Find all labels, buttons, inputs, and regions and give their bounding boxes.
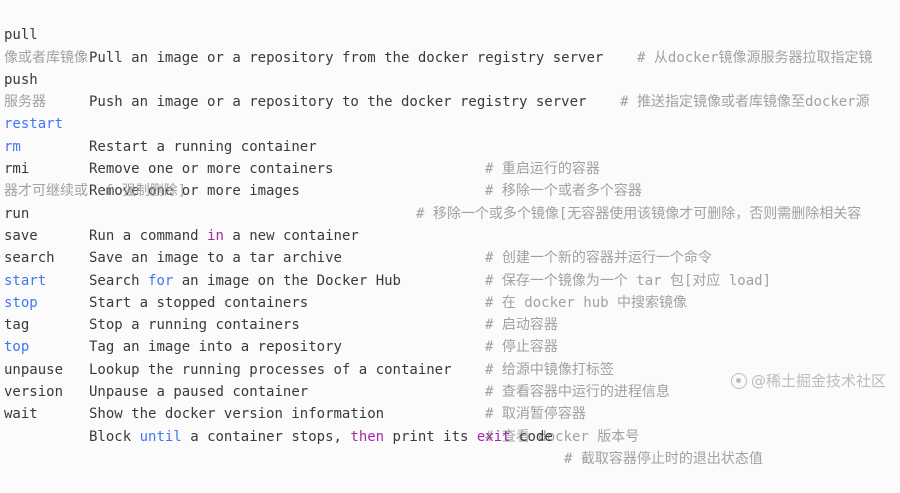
code-line-run: run Run a command in a new container # 创… (4, 180, 896, 267)
code-line-save: save Save an image to a tar archive # 保存… (4, 203, 896, 289)
comment: # 启动容器 (485, 317, 558, 334)
watermark-text: @稀土掘金技术社区 (750, 372, 886, 390)
command-name: search (4, 250, 55, 267)
command-description: Lookup the running processes of a contai… (89, 361, 452, 378)
comment: # 在 docker hub 中搜索镜像 (485, 294, 688, 311)
code-line-pull: pull Pull an image or a repository from … (4, 2, 896, 65)
comment: # 移除一个或者多个容器 (485, 183, 642, 200)
command-name: tag (4, 317, 30, 334)
command-description: Save an image to a tar archive (89, 250, 342, 267)
command-description: Remove one or more images (89, 183, 300, 200)
command-name: rmi (4, 161, 30, 178)
command-name: start (4, 272, 47, 289)
comment: # 取消暂停容器 (485, 406, 586, 423)
comment-continuation: 器才可继续或 -f 强制删除] (4, 183, 187, 200)
code-line-search: search Search for an image on the Docker… (4, 225, 896, 311)
command-name: version (4, 384, 64, 401)
command-description: Remove one or more containers (89, 161, 334, 178)
comment: # 移除一个或多个镜像[无容器使用该镜像才可删除，否则需删除相关容 (416, 205, 862, 222)
command-description: Start a stopped containers (89, 294, 309, 311)
comment-continuation: 像或者库镜像 (4, 49, 88, 66)
comment: # 重启运行的容器 (485, 161, 600, 178)
juejin-logo-icon (730, 372, 747, 389)
command-description: Unpause a paused container (89, 384, 309, 401)
code-line-start: start Start a stopped containers # 启动容器 (4, 247, 896, 334)
command-description: Push an image or a repository to the doc… (89, 94, 870, 111)
code-line-continuation: 服务器 (4, 69, 896, 110)
keyword: for (148, 272, 174, 289)
code-block: pull Pull an image or a repository from … (4, 2, 896, 467)
command-name: top (4, 339, 30, 356)
command-name: save (4, 227, 38, 244)
comment: # 保存一个镜像为一个 tar 包[对应 load] (485, 272, 772, 289)
command-name: pull (4, 27, 38, 44)
comment: # 给源中镜像打标签 (485, 361, 614, 378)
command-description: Stop a running containers (89, 317, 300, 334)
keyword: in (207, 227, 224, 244)
code-line-restart: restart Restart a running container # 重启… (4, 91, 896, 177)
comment: # 截取容器停止时的退出状态值 (564, 450, 763, 467)
command-description: Show the docker version information (89, 406, 385, 423)
command-description: Run a command in a new container (89, 227, 359, 244)
command-name: rm (4, 138, 21, 155)
command-description: Restart a running container (89, 138, 317, 155)
command-name: wait (4, 406, 38, 423)
keyword: exit (476, 428, 511, 445)
code-line-continuation: 器才可继续或 -f 强制删除] (4, 158, 896, 199)
keyword: then (350, 428, 385, 445)
comment-continuation: 服务器 (4, 94, 46, 111)
comment: # 创建一个新的容器并运行一个命令 (485, 250, 712, 267)
code-line-stop: stop Stop a running containers # 停止容器 (4, 270, 896, 356)
command-description: Search for an image on the Docker Hub (89, 272, 401, 289)
command-name: push (4, 71, 38, 88)
code-line-push: push Push an image or a repository to th… (4, 47, 896, 110)
keyword: until (139, 428, 182, 445)
command-name: unpause (4, 361, 64, 378)
command-name: stop (4, 294, 38, 311)
code-line-rmi: rmi Remove one or more images # 移除一个或多个镜… (4, 136, 896, 222)
watermark: @稀土掘金技术社区 (730, 370, 886, 391)
command-description: Block until a container stops, then prin… (89, 428, 553, 445)
comment: # 查看容器中运行的进程信息 (485, 384, 670, 401)
comment: # 推送指定镜像或者库镜像至docker源 (620, 94, 870, 111)
code-line-tag: tag Tag an image into a repository # 给源中… (4, 292, 896, 378)
code-line-top: top Lookup the running processes of a co… (4, 314, 896, 400)
code-line-continuation: 像或者库镜像 (4, 24, 896, 66)
code-line-rm: rm Remove one or more containers # 移除一个或… (4, 113, 896, 200)
command-name: run (4, 205, 30, 222)
command-description: Pull an image or a repository from the d… (89, 49, 873, 66)
command-description: Tag an image into a repository (89, 339, 342, 356)
code-line-unpause: unpause Unpause a paused container # 取消暂… (4, 336, 896, 423)
comment: # 停止容器 (485, 339, 558, 356)
comment: # 从docker镜像源服务器拉取指定镜 (637, 49, 873, 66)
command-name: restart (4, 116, 64, 133)
